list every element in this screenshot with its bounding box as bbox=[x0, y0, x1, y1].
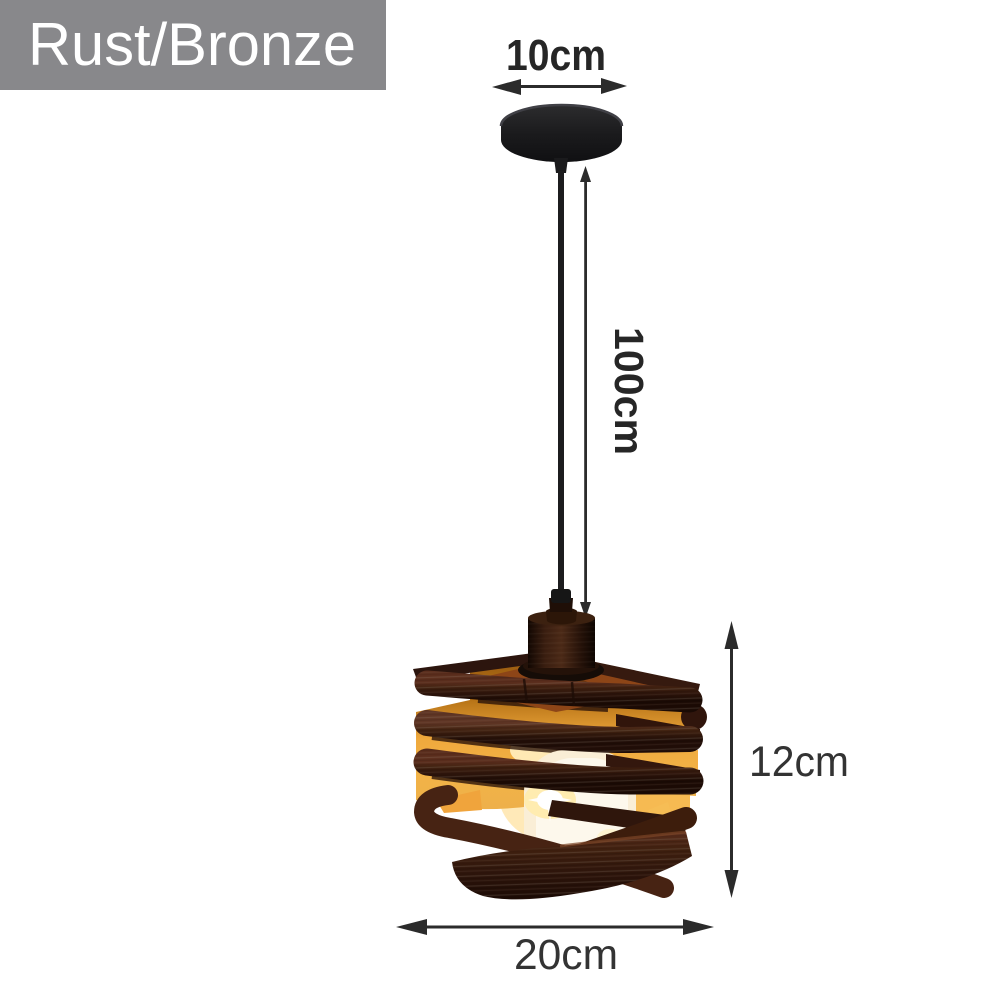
svg-text:12cm: 12cm bbox=[749, 738, 849, 786]
svg-text:100cm: 100cm bbox=[606, 327, 652, 455]
svg-text:20cm: 20cm bbox=[514, 931, 618, 979]
svg-text:10cm: 10cm bbox=[506, 31, 606, 80]
svg-text:Rust/Bronze: Rust/Bronze bbox=[28, 11, 356, 78]
